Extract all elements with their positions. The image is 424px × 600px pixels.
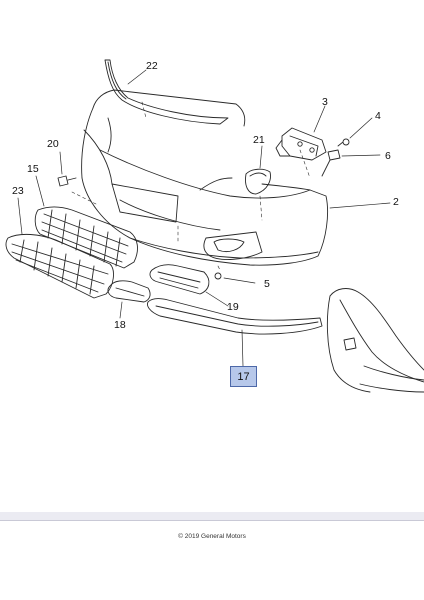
callout-2: 2	[393, 196, 399, 208]
inset-detail-view	[326, 288, 424, 393]
callout-21: 21	[253, 134, 265, 146]
copyright-footer: © 2019 General Motors	[178, 533, 246, 540]
callout-17-highlighted[interactable]: 17	[230, 366, 257, 387]
callout-23: 23	[12, 185, 24, 197]
callout-4: 4	[375, 110, 381, 122]
callout-5: 5	[264, 278, 270, 290]
callout-22: 22	[146, 60, 158, 72]
diagram-frame: 22 3 4 21 6 20 15 2 23 5 19 18 17	[0, 59, 424, 521]
callout-20: 20	[47, 138, 59, 150]
lower-grille-part-23	[5, 233, 114, 299]
bumper-cover-part-2	[81, 89, 329, 266]
fog-trim-part-19	[149, 264, 210, 295]
bracket-part-3	[275, 127, 327, 161]
callout-3: 3	[322, 96, 328, 108]
frame-bottom-bar	[0, 512, 424, 520]
callout-6: 6	[385, 150, 391, 162]
bumper-exploded-diagram	[5, 59, 424, 393]
callout-19: 19	[227, 301, 239, 313]
alignment-lines	[71, 101, 311, 271]
callout-15: 15	[27, 163, 39, 175]
callout-18: 18	[114, 319, 126, 331]
tow-cover-part-21	[245, 168, 271, 195]
upper-grille-part-15	[34, 206, 138, 269]
screw-part-4	[337, 138, 350, 147]
fastener-part-20	[57, 175, 77, 187]
side-insert-part-18	[107, 280, 151, 303]
nut-part-5	[214, 272, 222, 280]
clip-part-6	[321, 149, 341, 177]
leader-lines	[17, 69, 391, 367]
lower-spoiler-part-17	[147, 298, 323, 335]
upper-moulding-part-22	[104, 59, 229, 125]
